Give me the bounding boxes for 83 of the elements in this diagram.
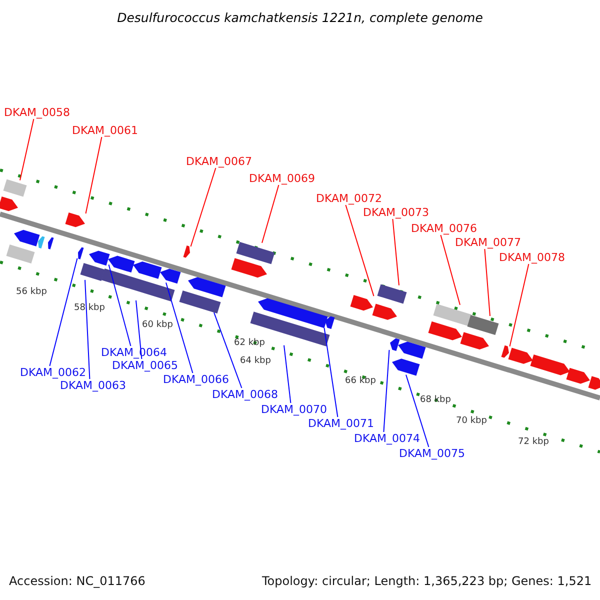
leader-line [108,264,132,346]
gene-label: DKAM_0068 [212,388,278,401]
gene-feature [78,247,84,260]
leader-line [214,312,242,388]
gene-label: DKAM_0061 [72,124,138,137]
gene-feature [392,358,420,376]
genome-info-text: Topology: circular; Length: 1,365,223 bp; Genes: 1,521 [262,575,592,588]
gene-feature [350,295,373,311]
scale-label: 64 kbp [240,355,271,368]
gene-feature [460,332,489,350]
gene-feature [108,256,135,273]
gene-feature [14,230,40,246]
gene-label: DKAM_0078 [499,251,565,264]
leader-line [440,234,460,306]
gene-feature [566,368,590,384]
gene-label: DKAM_0058 [4,106,70,119]
leader-line [345,204,374,297]
gene-bar [377,284,407,304]
gene-label: DKAM_0063 [60,379,126,392]
title: Desulfurococcus kamchatkensis 1221n, complete genome [116,11,484,24]
gene-label: DKAM_0071 [308,417,374,430]
gene-feature [428,321,462,340]
gene-feature [0,196,18,212]
leader-line [383,349,390,432]
scale-label: 62 kbp [234,337,265,350]
leader-line [284,344,292,404]
gene-bar [80,263,105,281]
scale-label: 58 kbp [74,302,105,315]
gene-label: DKAM_0069 [249,172,315,185]
gene-bar [179,290,221,314]
leader-line [324,327,338,418]
gene-bar [101,268,175,302]
gene-label: DKAM_0077 [455,236,521,249]
gene-bar [433,304,472,326]
gene-feature [160,268,181,284]
gene-feature [183,246,190,258]
gene-feature [188,277,226,298]
gene-feature [133,261,162,279]
gene-label: DKAM_0066 [163,373,229,386]
gene-feature [231,258,267,278]
accession-text: Accession: NC_011766 [9,575,146,588]
leader-line [166,282,194,374]
gene-feature [65,212,85,228]
gene-bar [236,242,275,264]
leader-line [85,136,102,214]
scale-label: 60 kbp [142,319,173,332]
gene-bar [250,312,330,346]
scale-label: 68 kbp [420,394,451,407]
gene-feature [390,338,400,351]
gene-bar [467,314,499,336]
gene-feature [48,237,54,250]
gene-feature [530,354,570,376]
scale-label: 56 kbp [16,286,47,299]
gene-bar [3,179,27,197]
scale-label: 70 kbp [456,415,487,428]
gene-bar [6,244,35,264]
gene-label: DKAM_0074 [354,432,420,445]
gene-feature [258,298,328,328]
gene-label: DKAM_0067 [186,155,252,168]
gene-label: DKAM_0076 [411,222,477,235]
gene-feature [38,236,45,248]
leader-line [136,300,142,360]
leader-line [84,279,90,380]
gene-feature [588,376,600,390]
gene-feature [372,304,397,320]
gene-label: DKAM_0062 [20,366,86,379]
gene-feature [325,316,335,329]
gene-label: DKAM_0065 [112,359,178,372]
gene-label: DKAM_0070 [261,403,327,416]
scale-label: 72 kbp [518,436,549,449]
leader-line [484,248,490,316]
gene-label: DKAM_0075 [399,447,465,460]
gene-label: DKAM_0072 [316,192,382,205]
leader-line [190,168,216,247]
leader-line [20,118,34,181]
leader-line [49,258,78,366]
scale-label: 66 kbp [345,375,376,388]
leader-line [509,264,530,347]
leader-line [262,184,280,244]
leader-line [392,218,400,286]
gene-feature [89,250,110,266]
leader-line [406,374,430,448]
gene-label: DKAM_0073 [363,206,429,219]
